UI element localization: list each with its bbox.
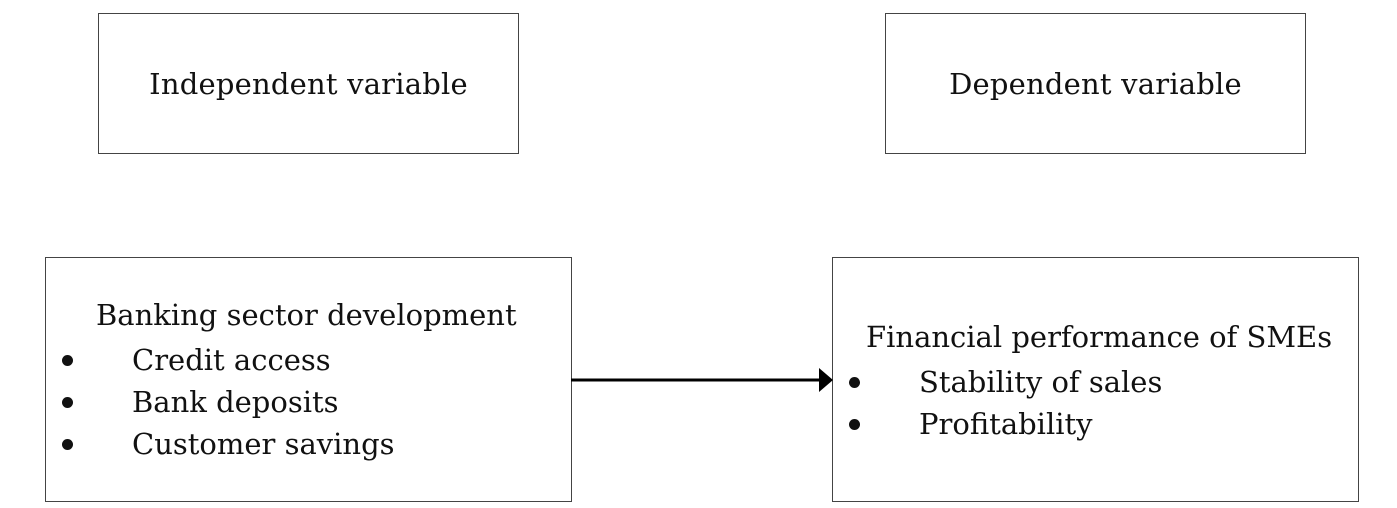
- arrow-head-icon: [819, 368, 833, 392]
- dependent-variable-header: Dependent variable: [885, 13, 1306, 154]
- dependent-box-title: Financial performance of SMEs: [866, 320, 1333, 354]
- dependent-variable-label: Dependent variable: [949, 66, 1242, 101]
- bullet-icon: [62, 397, 73, 408]
- independent-variable-label: Independent variable: [149, 66, 468, 101]
- independent-variable-header: Independent variable: [98, 13, 519, 154]
- list-item-label: Bank deposits: [132, 385, 339, 419]
- dependent-variable-box: Financial performance of SMEs Stability …: [832, 257, 1359, 502]
- independent-box-title: Banking sector development: [96, 298, 517, 332]
- bullet-icon: [849, 419, 860, 430]
- bullet-icon: [62, 355, 73, 366]
- independent-variable-box: Banking sector development Credit access…: [45, 257, 572, 502]
- list-item-label: Credit access: [132, 343, 331, 377]
- bullet-icon: [62, 439, 73, 450]
- connector-arrow: [571, 368, 833, 392]
- list-item-label: Profitability: [919, 407, 1093, 441]
- list-item-label: Stability of sales: [919, 365, 1163, 399]
- list-item-label: Customer savings: [132, 427, 395, 461]
- bullet-icon: [849, 377, 860, 388]
